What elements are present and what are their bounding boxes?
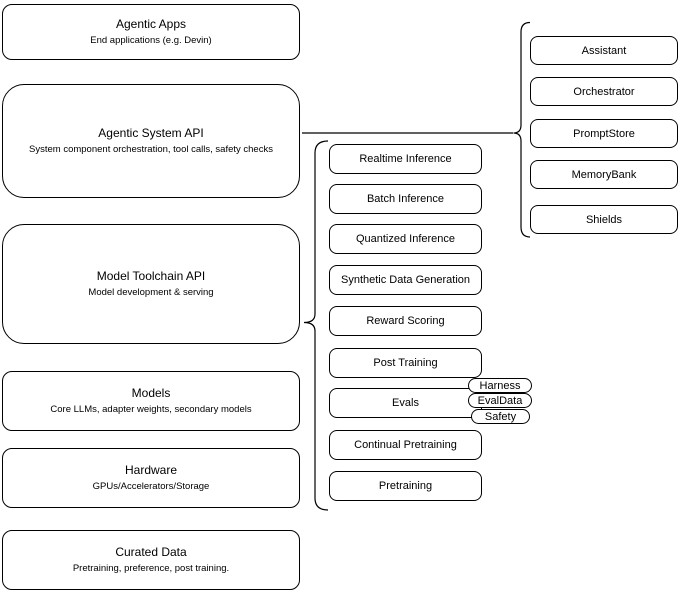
service-reward-scoring: Reward Scoring [329,306,482,336]
layer-subtitle: GPUs/Accelerators/Storage [92,481,210,492]
service-pretraining: Pretraining [329,471,482,501]
service-realtime-inference: Realtime Inference [329,144,482,174]
layer-model-toolchain-api: Model Toolchain API Model development & … [2,224,300,344]
component-promptstore: PromptStore [530,119,678,148]
service-continual-pretraining: Continual Pretraining [329,430,482,460]
layer-subtitle: Core LLMs, adapter weights, secondary mo… [50,404,252,415]
layer-title: Agentic System API [98,126,204,140]
layer-subtitle: System component orchestration, tool cal… [29,144,273,155]
layer-hardware: Hardware GPUs/Accelerators/Storage [2,448,300,508]
layer-subtitle: Model development & serving [88,287,214,298]
eval-tag-safety: Safety [471,409,530,424]
service-quantized-inference: Quantized Inference [329,224,482,254]
layer-subtitle: Pretraining, preference, post training. [72,563,230,574]
layer-title: Curated Data [115,545,187,559]
component-orchestrator: Orchestrator [530,77,678,106]
component-memorybank: MemoryBank [530,160,678,189]
layer-title: Agentic Apps [115,17,187,31]
eval-tag-evaldata: EvalData [468,393,532,408]
eval-tag-harness: Harness [468,378,532,393]
layer-title: Model Toolchain API [96,269,206,283]
service-post-training: Post Training [329,348,482,378]
toolchain-brace [303,140,329,511]
component-shields: Shields [530,205,678,234]
components-brace [513,21,531,238]
layer-curated-data: Curated Data Pretraining, preference, po… [2,530,300,590]
layer-models: Models Core LLMs, adapter weights, secon… [2,371,300,431]
layer-title: Models [131,386,171,400]
service-batch-inference: Batch Inference [329,184,482,214]
service-evals: Evals [329,388,482,418]
layer-title: Hardware [124,463,178,477]
layer-agentic-apps: Agentic Apps End applications (e.g. Devi… [2,4,300,60]
component-assistant: Assistant [530,36,678,65]
layer-agentic-system-api: Agentic System API System component orch… [2,84,300,198]
layer-subtitle: End applications (e.g. Devin) [90,35,212,46]
service-synthetic-data-generation: Synthetic Data Generation [329,265,482,295]
